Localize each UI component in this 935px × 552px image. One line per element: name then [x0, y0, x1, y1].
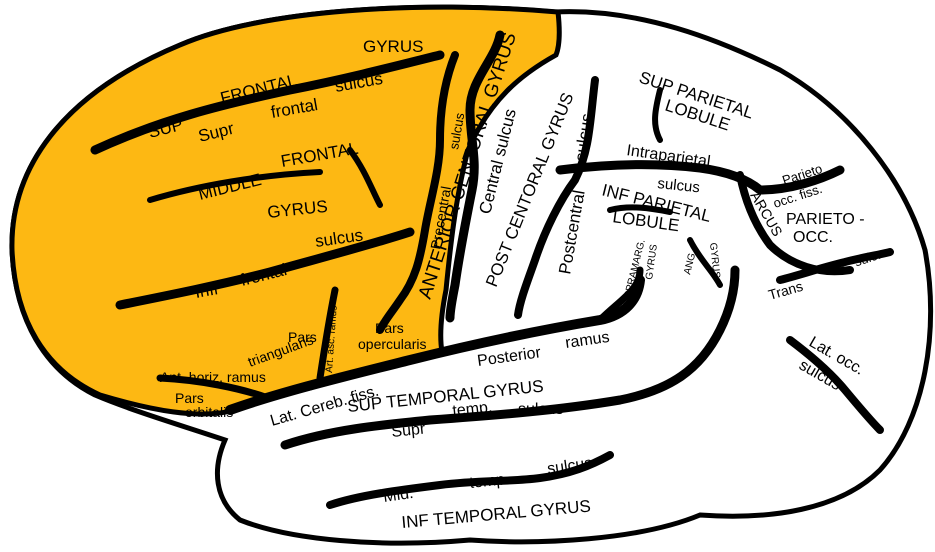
label-pars-opercularis-1: Pars	[375, 320, 404, 336]
inferior-frontal-sulcus	[115, 227, 415, 310]
label-pars-orbitalis-1: Pars	[175, 390, 204, 406]
label-mid: Mid.	[382, 485, 414, 506]
label-ant-horiz-ramus: Ant. horiz. ramus	[160, 369, 266, 385]
middle-frontal-sulcus-b	[347, 147, 383, 208]
label-pars-triangularis-1: Pars	[288, 329, 317, 345]
label-precentral-sulcus: sulcus	[446, 111, 467, 150]
label-sulcus-st: sulcus	[518, 401, 563, 418]
label-gyrus-top: GYRUS	[363, 37, 423, 56]
central-sulcus	[445, 30, 505, 323]
precentral-sulcus	[376, 51, 459, 334]
postcentral-sulcus	[514, 76, 599, 319]
label-supr-temp: Supr	[391, 420, 427, 441]
label-sulcus-ip: sulcus	[657, 175, 701, 196]
lateral-fissure	[225, 275, 645, 415]
intraparietal-sulcus	[555, 160, 845, 195]
sup-parietal-mark	[652, 87, 663, 143]
sulci-lines	[90, 30, 894, 509]
transverse-occipital-sulcus	[776, 248, 894, 284]
label-art-asc-ramus: Art. asc. ramus	[324, 305, 340, 373]
label-sulcus-mt: sulcus	[546, 455, 593, 478]
supramarginal-mark	[607, 204, 673, 215]
angular-mark	[687, 237, 723, 288]
label-parieto-occ-1: PARIETO -	[786, 211, 865, 228]
superior-frontal-sulcus	[90, 50, 445, 155]
label-ramus: ramus	[564, 329, 610, 352]
lateral-occipital-sulcus	[786, 336, 884, 434]
label-pars-opercularis-2: opercularis	[358, 336, 426, 352]
label-temp-2: temp.	[469, 471, 511, 492]
superior-temporal-sulcus	[280, 265, 740, 450]
label-gyrus-ang: GYRUS	[707, 242, 722, 279]
horizontal-ramus	[156, 374, 272, 402]
middle-temporal-sulcus	[326, 451, 614, 509]
label-temp-1: temp.	[452, 399, 494, 420]
ascending-ramus	[316, 286, 339, 382]
posterior-ramus	[596, 266, 644, 324]
label-gyrus-sm: GYRUS	[644, 243, 660, 280]
label-infr: Infr	[193, 279, 221, 302]
label-parieto-occ-2: OCC.	[793, 229, 833, 246]
label-pars-orbitalis-2: orbitalis	[185, 404, 233, 420]
middle-frontal-sulcus-a	[147, 169, 323, 203]
